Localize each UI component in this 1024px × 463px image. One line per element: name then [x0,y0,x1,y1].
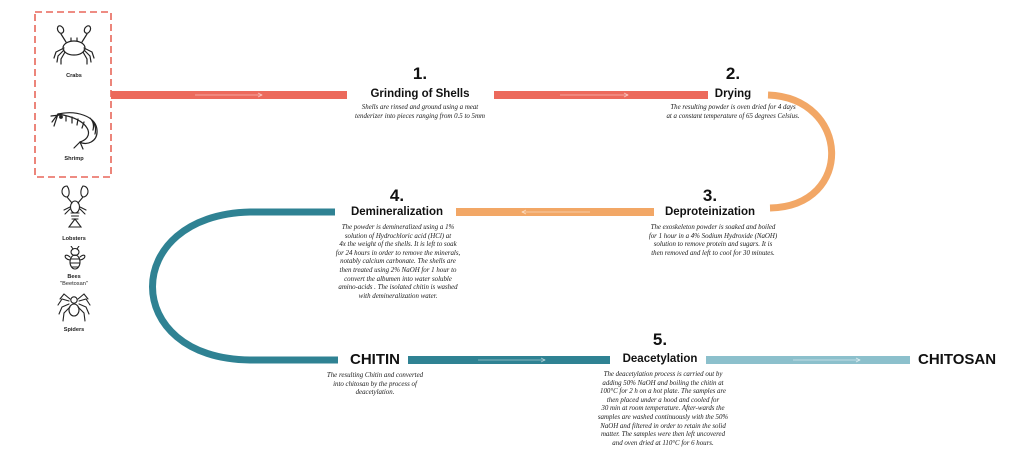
chitin-description: The resulting Chitin and converted into … [326,372,424,397]
chitosan-title: CHITOSAN [918,351,997,368]
chitin-title: CHITIN [350,351,400,368]
lobsters-label: Lobsters [62,236,86,242]
step-4-title: Demineralization [350,206,444,218]
step-1-description: Shells are rinsed and ground using a mea… [355,104,485,120]
step-3-title: Deproteinization [664,206,756,218]
bee-icon [64,246,86,270]
step-4-description: The powder is demineralized using a 1% s… [335,224,461,300]
spiders-label: Spiders [63,327,85,333]
step-2-title: Drying [714,88,752,100]
flow-curve-drying-to-deproteinization [767,91,836,212]
step-4-number: 4. [389,186,405,205]
shrimp-icon [50,112,98,150]
step-1-number: 1. [412,64,428,83]
step-5-title: Deacetylation [622,353,698,365]
step-3-number: 3. [702,186,718,205]
crab-icon [53,25,95,65]
bees-quote-label: "Beetosan" [60,281,88,287]
step-5-number: 5. [652,330,668,349]
flow-curve-demineralization-to-chitin [149,208,338,364]
step-2-description: The resulting powder is oven dried for 4… [666,104,800,120]
step-3-description: The exoskeleton powder is soaked and boi… [648,224,778,257]
step-5-description: The deacetylation process is carried out… [597,371,729,447]
bees-label: Bees [67,274,81,280]
step-2-number: 2. [725,64,741,83]
spider-icon [57,293,91,322]
lobster-icon [61,185,89,228]
step-1-title: Grinding of Shells [370,88,470,100]
shrimp-label: Shrimp [64,156,84,162]
crabs-label: Crabs [66,73,82,79]
